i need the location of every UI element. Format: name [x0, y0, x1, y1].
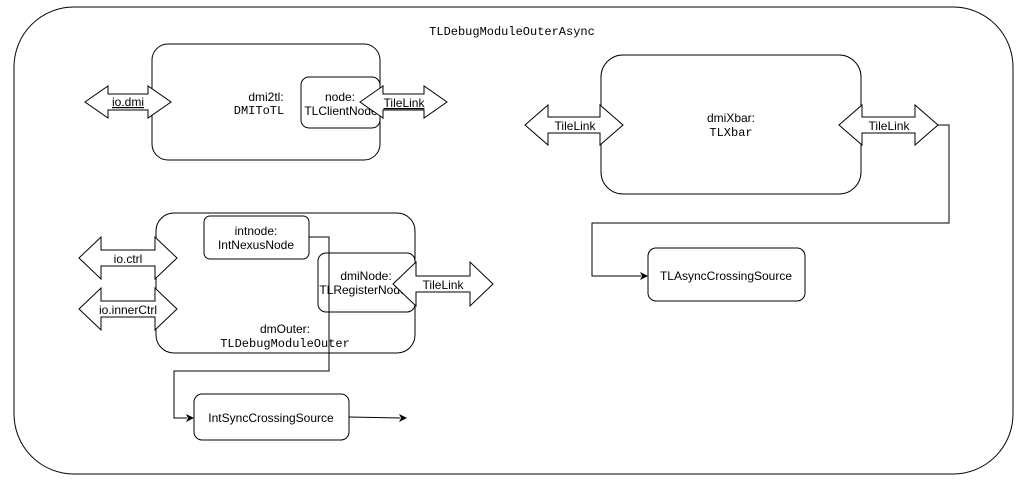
- dmi2tl-tilelink-arrow: [359, 85, 448, 119]
- io-innerctrl-arrow: [78, 286, 178, 332]
- io-ctrl-label: io.ctrl: [114, 252, 143, 266]
- io-ctrl-arrow: [78, 235, 178, 281]
- intsync-output-arrowhead: [399, 414, 407, 422]
- dmixbar-group: TileLink dmiXbar: TLXbar TileLink: [524, 54, 939, 195]
- tlclientnode-name: node:: [325, 90, 355, 104]
- dmouter-tilelink-arrow: [392, 260, 494, 308]
- intsync-label: IntSyncCrossingSource: [208, 411, 334, 425]
- xbar-to-tlasync-wire: [591, 124, 950, 277]
- dmi2tl-name: dmi2tl:: [248, 90, 283, 104]
- tlasync-label: TLAsyncCrossingSource: [660, 269, 792, 283]
- dmi2tl-tilelink-label: TileLink: [384, 96, 426, 110]
- tlasync-box: [647, 247, 806, 302]
- io-dmi-label: io.dmi: [112, 95, 144, 109]
- dmouter-name: dmOuter:: [260, 322, 310, 336]
- dmixbar-right-tilelink-label: TileLink: [869, 119, 911, 133]
- io-innerctrl-label: io.innerCtrl: [99, 303, 157, 317]
- dmi2tl-type: DMIToTL: [234, 104, 284, 118]
- dmixbar-name: dmiXbar:: [707, 111, 755, 125]
- outer-module-title: TLDebugModuleOuterAsync: [429, 25, 595, 39]
- dmixbar-left-tilelink-arrow: [524, 103, 624, 147]
- intnode-to-intsync-wire: [173, 236, 330, 419]
- dmi2tl-group: io.dmi dmi2tl: DMIToTL node: TLClientNod…: [84, 43, 448, 161]
- diminode-type: TLRegisterNode: [319, 283, 407, 297]
- intnode-to-intsync-arrowhead: [186, 414, 194, 422]
- dmixbar-left-tilelink-label: TileLink: [555, 119, 597, 133]
- dmixbar-type: TLXbar: [709, 126, 752, 140]
- intsync-output-wire: [348, 416, 401, 419]
- io-dmi-arrow: [84, 85, 172, 119]
- diminode-name: dmiNode:: [340, 269, 391, 283]
- dmouter-group: io.ctrl io.innerCtrl intnode: IntNexusNo…: [78, 212, 494, 354]
- dmouter-type: TLDebugModuleOuter: [220, 337, 350, 351]
- tlclientnode-type: TLClientNode: [304, 104, 378, 118]
- dmouter-tilelink-label: TileLink: [423, 278, 465, 292]
- intnode-name: intnode:: [235, 224, 278, 238]
- intnode-type: IntNexusNode: [218, 238, 294, 252]
- xbar-to-tlasync-arrowhead: [640, 272, 648, 280]
